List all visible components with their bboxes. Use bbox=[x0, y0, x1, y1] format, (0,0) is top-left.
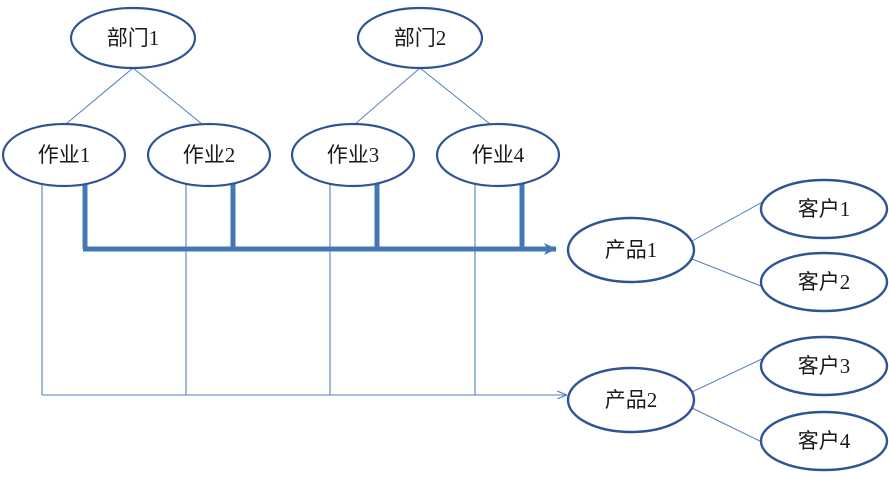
node-act3-label: 作业3 bbox=[327, 143, 380, 167]
department-activity-edges bbox=[65, 67, 491, 125]
node-prod1-shape[interactable] bbox=[566, 216, 696, 284]
node-prod1[interactable]: 产品1 bbox=[566, 216, 696, 284]
node-prod2-label: 产品2 bbox=[605, 388, 658, 412]
edge-prod1-cust2 bbox=[691, 258, 767, 289]
edge-dept2-act4 bbox=[419, 67, 491, 125]
node-act1-shape[interactable] bbox=[1, 122, 127, 188]
node-act4-shape[interactable] bbox=[435, 122, 561, 188]
node-act4[interactable]: 作业4 bbox=[435, 122, 561, 188]
customer-nodes: 客户1 客户2 客户3 客户4 bbox=[759, 178, 889, 472]
node-dept2-label: 部门2 bbox=[394, 26, 447, 50]
node-cust3[interactable]: 客户3 bbox=[759, 335, 889, 397]
product-customer-edges bbox=[691, 199, 767, 445]
node-cust4-shape[interactable] bbox=[759, 410, 889, 472]
node-act2-label: 作业2 bbox=[183, 143, 236, 167]
edge-prod2-cust4 bbox=[691, 407, 767, 445]
node-cust1[interactable]: 客户1 bbox=[759, 178, 889, 240]
edge-prod1-cust1 bbox=[691, 199, 767, 242]
node-act4-label: 作业4 bbox=[472, 143, 525, 167]
edge-dept2-act3 bbox=[354, 67, 421, 125]
node-cust2[interactable]: 客户2 bbox=[759, 251, 889, 313]
node-cust4-label: 客户4 bbox=[798, 429, 851, 453]
department-nodes: 部门1 部门2 bbox=[69, 6, 484, 70]
node-prod2-shape[interactable] bbox=[566, 366, 696, 434]
node-cust3-label: 客户3 bbox=[798, 354, 851, 378]
node-cust2-shape[interactable] bbox=[759, 251, 889, 313]
node-act2[interactable]: 作业2 bbox=[146, 122, 272, 188]
node-cust1-shape[interactable] bbox=[759, 178, 889, 240]
node-prod1-label: 产品1 bbox=[605, 238, 658, 262]
node-act3[interactable]: 作业3 bbox=[290, 122, 416, 188]
node-act1-label: 作业1 bbox=[38, 143, 91, 167]
edge-dept1-act1 bbox=[65, 67, 134, 125]
edge-dept1-act2 bbox=[132, 67, 203, 125]
activity-nodes: 作业1 作业2 作业3 作业4 bbox=[1, 122, 561, 188]
node-cust2-label: 客户2 bbox=[798, 270, 851, 294]
node-cust1-label: 客户1 bbox=[798, 197, 851, 221]
node-dept2[interactable]: 部门2 bbox=[356, 6, 484, 70]
product-nodes: 产品1 产品2 bbox=[566, 216, 696, 434]
node-prod2[interactable]: 产品2 bbox=[566, 366, 696, 434]
node-dept1[interactable]: 部门1 bbox=[69, 6, 197, 70]
node-cust3-shape[interactable] bbox=[759, 335, 889, 397]
node-act1[interactable]: 作业1 bbox=[1, 122, 127, 188]
node-cust4[interactable]: 客户4 bbox=[759, 410, 889, 472]
edge-prod2-cust3 bbox=[691, 356, 767, 393]
activity-product2-edges bbox=[41, 182, 566, 395]
activity-product1-edges bbox=[82, 182, 557, 255]
node-act3-shape[interactable] bbox=[290, 122, 416, 188]
node-dept1-label: 部门1 bbox=[107, 26, 160, 50]
node-dept1-shape[interactable] bbox=[69, 6, 197, 70]
node-act2-shape[interactable] bbox=[146, 122, 272, 188]
node-dept2-shape[interactable] bbox=[356, 6, 484, 70]
